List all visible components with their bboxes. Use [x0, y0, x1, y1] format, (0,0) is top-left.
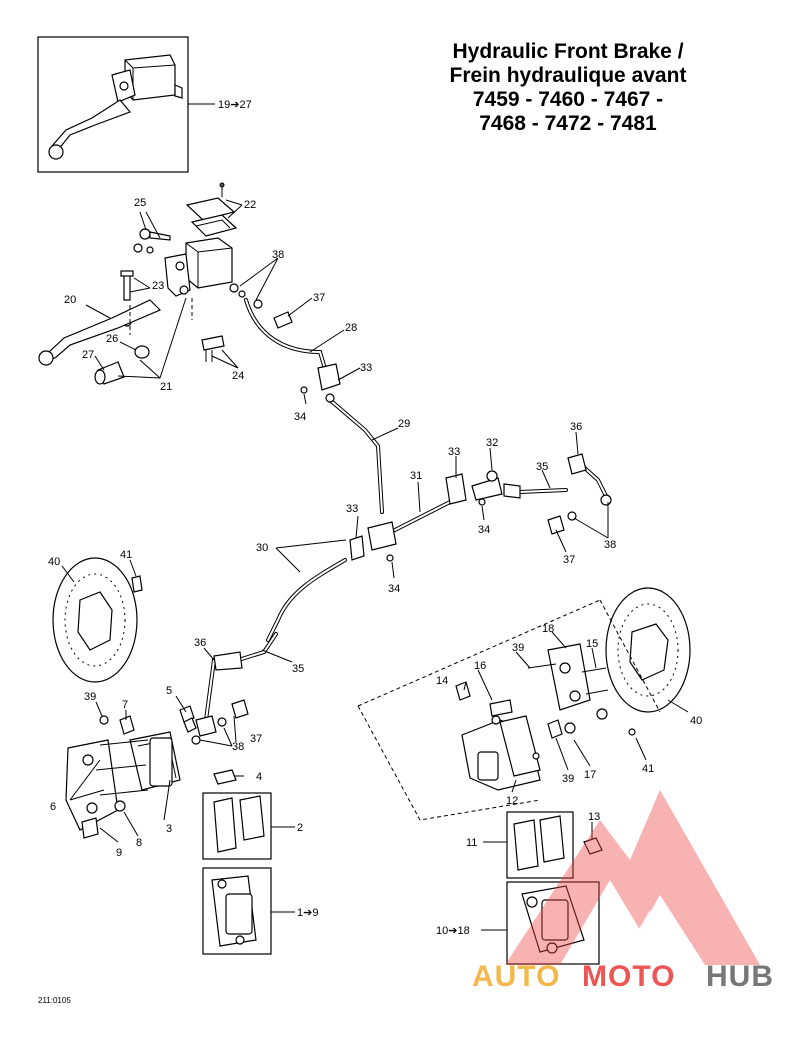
callout-38b: 38	[604, 539, 616, 551]
callout-13: 13	[588, 811, 600, 823]
drawing-code: 211:0105	[38, 996, 71, 1005]
callout-20: 20	[64, 294, 76, 306]
callout-40b: 40	[690, 715, 702, 727]
callout-4: 4	[256, 771, 262, 783]
callout-29: 29	[398, 418, 410, 430]
callout-33c: 33	[346, 503, 358, 515]
callout-35b: 35	[536, 461, 548, 473]
title-line-4: 7468 - 7472 - 7481	[479, 112, 657, 135]
callout-28: 28	[345, 322, 357, 334]
callout-37a: 37	[313, 292, 325, 304]
callout-36b: 36	[570, 421, 582, 433]
callout-19-27: 19➔27	[218, 99, 252, 111]
callout-34a: 34	[294, 411, 306, 423]
callout-33a: 33	[360, 362, 372, 374]
callout-39c: 39	[562, 773, 574, 785]
watermark-logo	[505, 790, 760, 965]
callout-34c: 34	[388, 583, 400, 595]
title-line-3: 7459 - 7460 - 7467 -	[473, 88, 663, 111]
right-disc	[605, 587, 691, 736]
brake-lines	[204, 298, 608, 722]
callout-24: 24	[232, 370, 244, 382]
callout-41a: 41	[120, 549, 132, 561]
leader-lines	[61, 199, 689, 843]
watermark-auto: AUTO	[472, 960, 560, 993]
callout-34b: 34	[478, 524, 490, 536]
callout-10-18: 10➔18	[436, 925, 470, 937]
callout-25: 25	[134, 197, 146, 209]
master-cylinder-group	[38, 182, 238, 385]
right-caliper-group	[357, 599, 661, 821]
callout-11: 11	[466, 837, 477, 849]
callout-38a: 38	[272, 249, 284, 261]
callout-33b: 33	[448, 446, 460, 458]
callout-numbers: 25 22 23 20 26 27 21 24 38 37 28 33 34 2…	[48, 197, 702, 859]
left-pads-box: 2	[202, 792, 303, 860]
callout-16: 16	[474, 660, 486, 672]
title-line-1: Hydraulic Front Brake /	[452, 40, 683, 63]
callout-3: 3	[166, 823, 172, 835]
callout-26: 26	[106, 333, 118, 345]
watermark-text: AUTO MOTO HUB	[472, 960, 774, 993]
callout-22: 22	[244, 199, 256, 211]
callout-2: 2	[297, 822, 303, 834]
callout-12: 12	[506, 795, 518, 807]
callout-18: 18	[542, 623, 554, 635]
callout-32: 32	[486, 437, 498, 449]
left-caliper-group	[65, 715, 237, 839]
callout-6: 6	[50, 801, 56, 813]
watermark-moto: MOTO	[582, 960, 675, 993]
fittings	[179, 283, 612, 745]
callout-41b: 41	[642, 763, 654, 775]
callout-7: 7	[122, 699, 128, 711]
title-line-2: Frein hydraulique avant	[450, 64, 687, 87]
callout-27: 27	[82, 349, 94, 361]
right-caliper-box: 10➔18	[436, 881, 600, 965]
callout-5: 5	[166, 685, 172, 697]
callout-17: 17	[584, 769, 596, 781]
callout-14: 14	[436, 675, 448, 687]
callout-15: 15	[586, 638, 598, 650]
callout-1-9: 1➔9	[297, 907, 318, 919]
watermark-hub: HUB	[706, 960, 774, 993]
watermark-triangle-icon	[505, 790, 760, 965]
callout-31: 31	[410, 470, 422, 482]
callout-37c: 37	[250, 733, 262, 745]
callout-30: 30	[256, 542, 268, 554]
left-brake-disc	[52, 557, 143, 683]
callout-8: 8	[136, 837, 142, 849]
callout-36a: 36	[194, 637, 206, 649]
callout-35a: 35	[292, 663, 304, 675]
diagram-title: Hydraulic Front Brake / Frein hydrauliqu…	[450, 40, 687, 135]
callout-38c: 38	[232, 741, 244, 753]
callout-9: 9	[116, 847, 122, 859]
callout-37b: 37	[563, 554, 575, 566]
inset-master-cylinder: 19➔27	[37, 36, 252, 173]
callout-21: 21	[160, 381, 172, 393]
callout-23: 23	[152, 280, 164, 292]
right-pads-box: 11	[466, 811, 603, 879]
left-caliper-box: 1➔9	[202, 867, 318, 955]
callout-39b: 39	[512, 642, 524, 654]
callout-39a: 39	[84, 691, 96, 703]
callout-40a: 40	[48, 556, 60, 568]
